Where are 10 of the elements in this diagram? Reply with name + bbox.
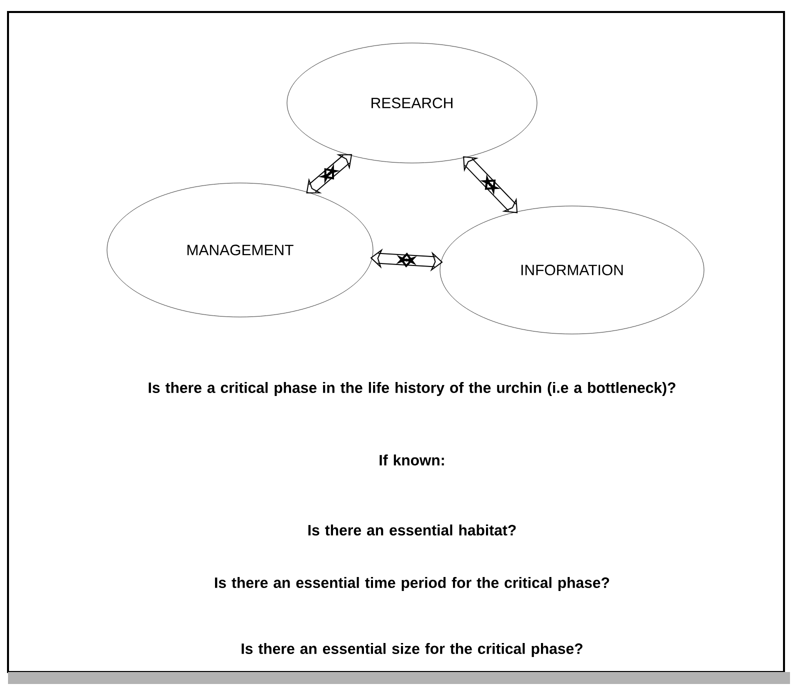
double-arrow	[306, 154, 352, 194]
question-text: Is there a critical phase in the life history of the urchin (i.e a bottleneck)?	[148, 382, 676, 396]
ellipse-node: INFORMATION	[440, 206, 704, 334]
double-arrow	[463, 156, 518, 214]
question-text: Is there an essential size for the critical phase?	[242, 643, 582, 657]
ellipse-node: RESEARCH	[286, 42, 538, 164]
question-text: If known:	[380, 454, 444, 466]
question-text: Is there an essential habitat?	[308, 524, 516, 536]
question-text: Is there an essential time period for the critical phase?	[215, 577, 610, 591]
ellipse-node: MANAGEMENT	[106, 182, 374, 318]
